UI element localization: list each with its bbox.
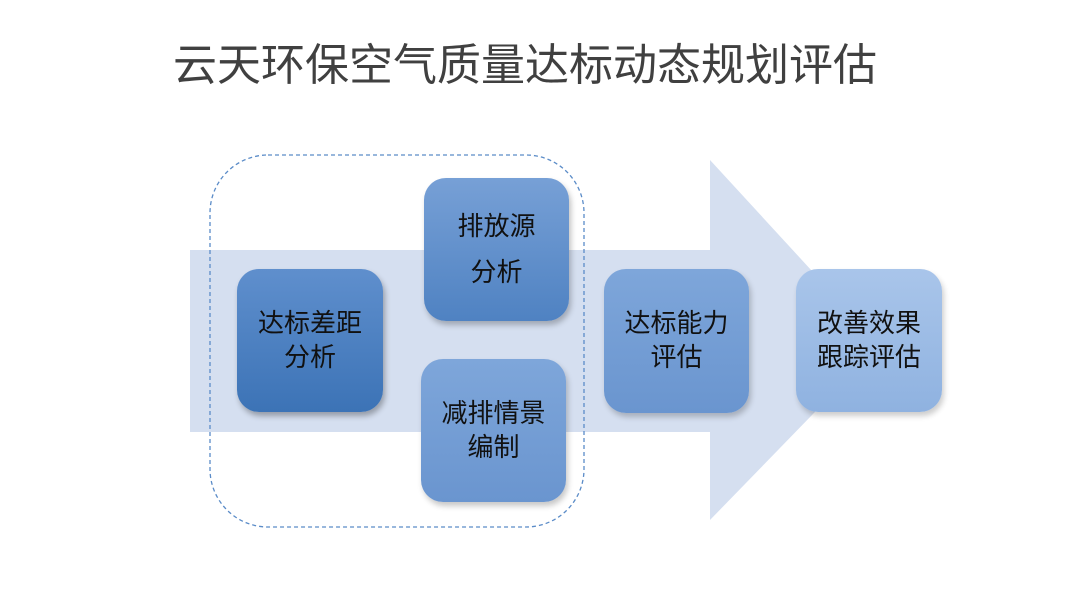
step-reduction-scenario-line1: 减排情景 <box>441 398 546 429</box>
background-arrow <box>190 160 880 520</box>
step-effect-tracking-line2: 跟踪评估 <box>816 342 921 373</box>
step-gap-analysis[interactable]: 达标差距 分析 <box>237 269 383 412</box>
step-capacity-assessment[interactable]: 达标能力 评估 <box>604 269 749 413</box>
dashed-group-outline <box>209 154 585 528</box>
step-effect-tracking-line1: 改善效果 <box>816 308 921 339</box>
step-source-analysis-line1: 排放源 <box>457 211 536 242</box>
step-capacity-assessment-line1: 达标能力 <box>624 309 729 339</box>
step-gap-analysis-line1: 达标差距 <box>257 308 362 339</box>
step-reduction-scenario[interactable]: 减排情景 编制 <box>421 359 566 502</box>
step-gap-analysis-line2: 分析 <box>283 342 336 373</box>
step-source-analysis[interactable]: 排放源 分析 <box>424 178 569 321</box>
step-source-analysis-line2: 分析 <box>470 257 523 288</box>
step-capacity-assessment-line2: 评估 <box>650 343 703 373</box>
step-effect-tracking[interactable]: 改善效果 跟踪评估 <box>796 269 942 412</box>
page-title: 云天环保空气质量达标动态规划评估 <box>173 40 877 91</box>
step-reduction-scenario-line2: 编制 <box>467 432 520 463</box>
